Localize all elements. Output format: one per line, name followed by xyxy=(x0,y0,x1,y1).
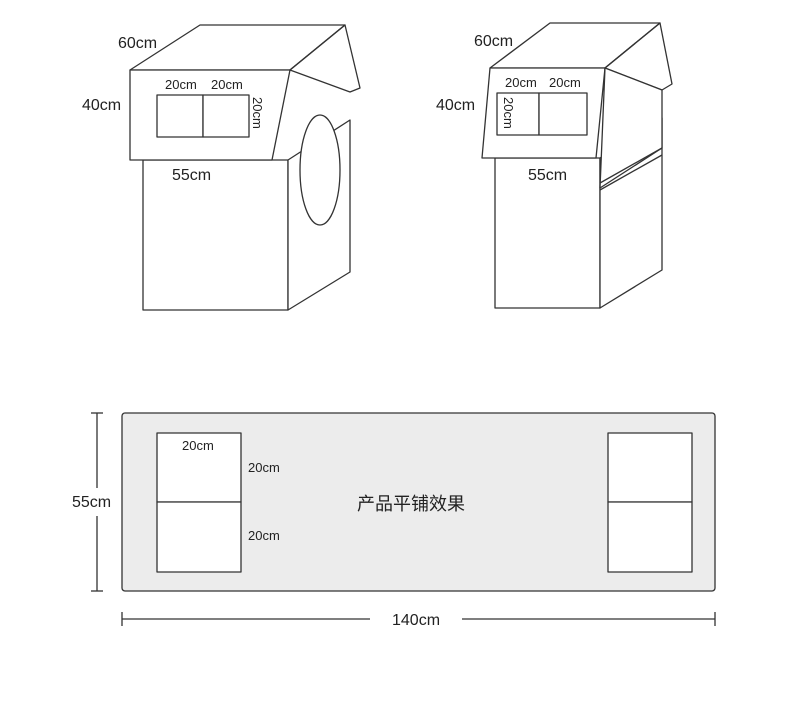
top-fold-line xyxy=(604,22,661,69)
front-pocket-right xyxy=(202,94,250,138)
flat-height-label: 55cm xyxy=(72,494,111,511)
front-width-label: 55cm xyxy=(528,167,567,184)
flat-panel xyxy=(121,412,716,592)
front-pocket-left xyxy=(156,94,204,138)
pocket-width-label: 20cm xyxy=(182,438,214,453)
pocket-depth-label: 20cm xyxy=(250,97,265,129)
right-pocket-top xyxy=(607,432,693,503)
front-pocket-right xyxy=(538,92,588,136)
left-pocket-bottom xyxy=(156,501,242,573)
flat-length-label: 140cm xyxy=(392,612,440,629)
pocket-left-label: 20cm xyxy=(165,77,197,92)
pocket-height-top-label: 20cm xyxy=(248,460,280,475)
left-pocket-top xyxy=(156,432,242,503)
machine-door-circle xyxy=(299,114,341,226)
top-width-label: 60cm xyxy=(118,35,157,52)
pocket-depth-label: 20cm xyxy=(501,97,516,129)
top-width-label: 60cm xyxy=(474,33,513,50)
flat-layout-caption: 产品平铺效果 xyxy=(357,494,465,514)
pocket-height-bottom-label: 20cm xyxy=(248,528,280,543)
top-loader-cover: 60cm 40cm 55cm 20cm 20cm 20cm xyxy=(436,22,673,309)
pocket-right-label: 20cm xyxy=(211,77,243,92)
machine-body-front xyxy=(142,159,289,311)
pocket-left-label: 20cm xyxy=(505,75,537,90)
top-fold-line xyxy=(289,24,346,71)
front-pocket-left xyxy=(496,92,540,136)
side-seam-line-2 xyxy=(599,154,663,191)
height-label: 40cm xyxy=(82,97,121,114)
front-loader-cover: 60cm 40cm 55cm 20cm 20cm 20cm xyxy=(82,24,361,311)
height-label: 40cm xyxy=(436,97,475,114)
front-width-label: 55cm xyxy=(172,167,211,184)
flat-layout: 20cm 20cm 20cm 产品平铺效果 55cm 140cm xyxy=(72,412,716,629)
side-seam-line xyxy=(599,147,663,184)
right-pocket-bottom xyxy=(607,501,693,573)
pocket-right-label: 20cm xyxy=(549,75,581,90)
